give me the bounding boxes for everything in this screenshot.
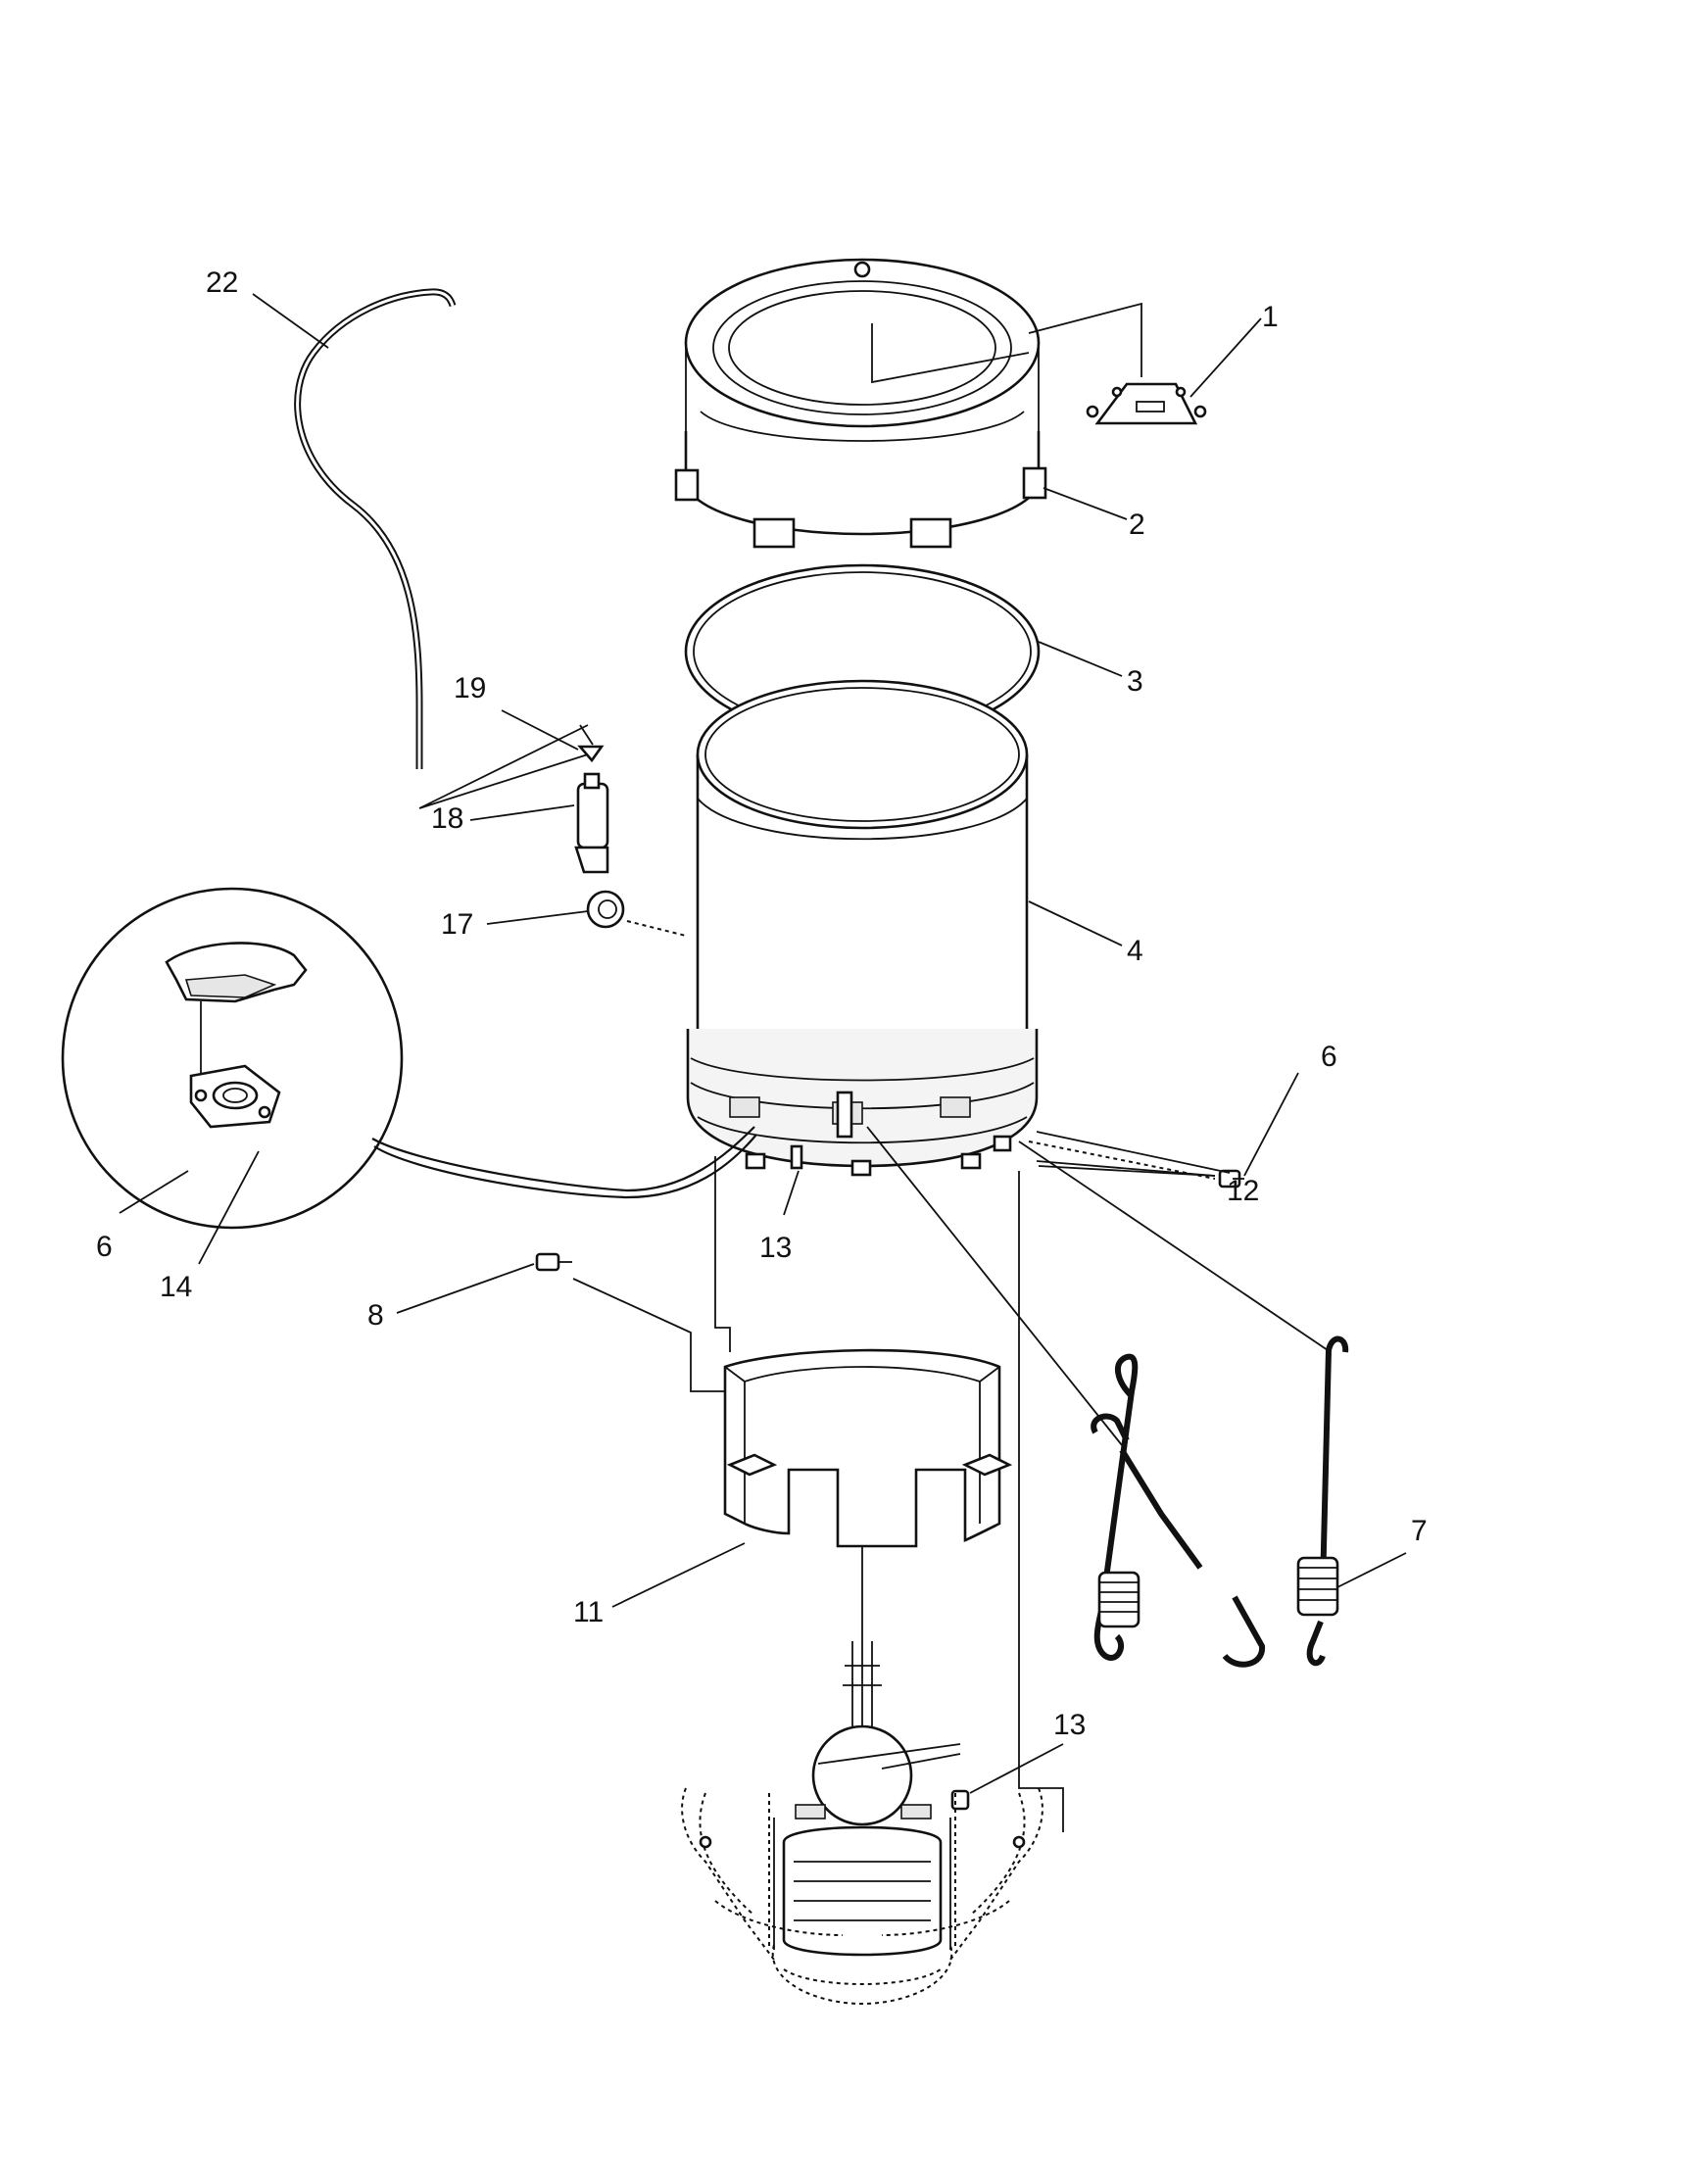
screw-part-13-upper xyxy=(790,1144,803,1170)
inset-connector xyxy=(371,1126,755,1192)
callout-3: 3 xyxy=(1127,665,1143,698)
callout-2: 2 xyxy=(1129,509,1145,541)
callout-bracket-18 xyxy=(418,724,594,809)
callout-labels: 1 2 3 4 6 12 13 8 11 7 13 6 14 17 18 19 … xyxy=(96,267,1428,1741)
leader-lines xyxy=(119,293,1407,1794)
shield-part-11 xyxy=(723,1348,1013,1548)
callout-14: 14 xyxy=(160,1271,192,1303)
tub-ring-part-2 xyxy=(674,258,1047,549)
screw-part-8 xyxy=(535,1252,572,1272)
clip-part-19 xyxy=(577,745,605,763)
callout-22: 22 xyxy=(206,267,238,299)
callout-6-left: 6 xyxy=(96,1231,113,1263)
spring-leader-lines xyxy=(866,1126,1329,1446)
callout-4: 4 xyxy=(1127,935,1143,967)
inset-detail-circle xyxy=(61,887,404,1230)
callout-bracket-8 xyxy=(572,1278,726,1411)
grommet-part-17 xyxy=(586,890,687,937)
callout-1: 1 xyxy=(1262,301,1279,333)
fitting-part-18 xyxy=(574,772,609,874)
callout-11: 11 xyxy=(573,1596,604,1628)
callout-6-right: 6 xyxy=(1321,1041,1337,1073)
clip-part-1 xyxy=(1086,382,1207,425)
callout-18: 18 xyxy=(431,802,463,835)
screw-part-6-right xyxy=(1028,1141,1244,1189)
hose-part-22 xyxy=(294,288,457,769)
callout-bracket-1 xyxy=(871,302,1142,384)
callout-17: 17 xyxy=(441,908,473,941)
outer-tub-part-4 xyxy=(686,679,1039,1177)
callout-19: 19 xyxy=(454,672,486,704)
callout-13-upper: 13 xyxy=(759,1232,792,1264)
callout-13-lower: 13 xyxy=(1053,1709,1086,1741)
callout-12: 12 xyxy=(1227,1175,1259,1207)
motor-assembly xyxy=(681,1641,1043,2006)
callout-8: 8 xyxy=(367,1299,384,1332)
spring-part-7 xyxy=(1091,1335,1349,1668)
callout-7: 7 xyxy=(1411,1515,1428,1547)
inset-connector-inner xyxy=(373,1134,757,1199)
